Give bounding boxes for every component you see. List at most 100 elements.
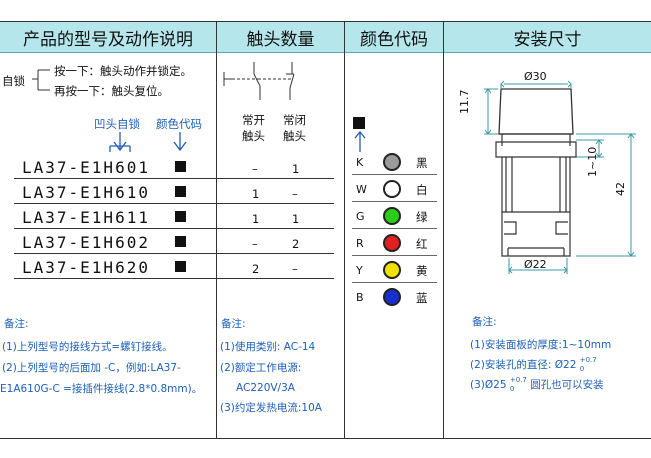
model-name: LA37-E1H611 xyxy=(22,208,150,227)
color-square xyxy=(175,186,186,197)
color-row-divider xyxy=(352,201,437,202)
contact-no-label: 常开 触头 xyxy=(242,112,265,144)
dim-diameter-30: Ø30 xyxy=(524,70,547,83)
contact-nc-count: 1 xyxy=(292,212,300,226)
column-divider-2 xyxy=(344,22,345,438)
notes-install-line1: (1)安装面板的厚度:1~10mm xyxy=(470,339,612,351)
notes-model-title: 备注: xyxy=(4,318,29,330)
color-row-divider xyxy=(352,174,437,175)
row-underline xyxy=(14,203,334,204)
color-dot-red xyxy=(383,234,401,252)
color-letter: W xyxy=(356,183,367,196)
color-name: 白 xyxy=(416,183,428,197)
color-square xyxy=(175,161,186,172)
contact-no-count: 2 xyxy=(252,262,260,276)
contact-nc-label-line2: 触头 xyxy=(283,129,306,143)
notes-contact-line3: AC220V/3A xyxy=(236,382,295,394)
dim-height-42: 42 xyxy=(614,182,627,196)
color-dot-yellow xyxy=(383,261,401,279)
row-underline xyxy=(14,253,334,254)
column-divider-1 xyxy=(216,22,217,438)
notes-install-line3-tail: 圆孔也可以安装 xyxy=(530,379,604,391)
contact-nc-label-line1: 常闭 xyxy=(283,113,306,127)
notes-contact-line4: (3)约定发热电流:10A xyxy=(220,402,322,414)
notes-install-line3: (3)Ø25 +0.7 0 圆孔也可以安装 xyxy=(470,375,604,396)
contact-symbol xyxy=(223,62,295,100)
header-product-model: 产品的型号及动作说明 xyxy=(0,22,216,53)
notes-install-line2-text: (2)安装孔的直径: Ø22 xyxy=(470,359,577,371)
self-lock-bracket xyxy=(32,69,50,91)
header-product-model-label: 产品的型号及动作说明 xyxy=(23,29,193,50)
header-contact-count-label: 触头数量 xyxy=(246,29,315,50)
model-name: LA37-E1H602 xyxy=(22,233,150,252)
row-underline xyxy=(14,278,334,279)
color-name: 绿 xyxy=(416,210,428,224)
color-dot-green xyxy=(383,207,401,225)
color-row-black: K 黑 xyxy=(352,150,440,176)
color-name: 红 xyxy=(416,237,428,251)
color-dot-white xyxy=(383,180,401,198)
dim-height-11-7: 11.7 xyxy=(458,89,471,115)
color-row-divider xyxy=(352,255,437,256)
dim-panel-1-10: 1~10 xyxy=(586,146,599,177)
color-row-blue: B 蓝 xyxy=(352,285,440,311)
color-row-red: R 红 xyxy=(352,231,440,257)
notes-model-line3: E1A610G-C =接插件接线(2.8*0.8mm)。 xyxy=(0,383,203,395)
color-letter: K xyxy=(356,156,364,169)
notes-contact-line2: (2)额定工作电源: xyxy=(220,362,302,374)
column-divider-3 xyxy=(443,22,444,438)
color-letter: R xyxy=(356,237,364,250)
contact-nc-label: 常闭 触头 xyxy=(283,112,306,144)
header-color-code: 颜色代码 xyxy=(345,22,443,53)
notes-contact-title: 备注: xyxy=(221,318,246,330)
row-underline xyxy=(14,178,334,179)
tolerance-lower: 0 xyxy=(509,385,515,393)
color-row-white: W 白 xyxy=(352,177,440,203)
header-install-size-label: 安装尺寸 xyxy=(513,29,582,50)
self-lock-label: 自锁 xyxy=(2,74,25,88)
contact-nc-count: 2 xyxy=(292,237,300,251)
top-rule xyxy=(0,21,651,22)
dim-diameter-22: Ø22 xyxy=(524,258,547,271)
tolerance-upper: +0.7 xyxy=(579,356,597,364)
contact-nc-count: 1 xyxy=(292,162,300,176)
notes-model-line1: (1)上列型号的接线方式=螺钉接线。 xyxy=(2,341,173,353)
color-letter: G xyxy=(356,210,365,223)
notes-install-line3-text: (3)Ø25 xyxy=(470,379,507,391)
contact-no-label-line1: 常开 xyxy=(242,113,265,127)
model-name: LA37-E1H601 xyxy=(22,158,150,177)
contact-no-count: 1 xyxy=(252,212,260,226)
model-name: LA37-E1H620 xyxy=(22,258,150,277)
color-square xyxy=(175,211,186,222)
color-letter: B xyxy=(356,291,364,304)
bottom-rule xyxy=(0,438,651,439)
notes-install-title: 备注: xyxy=(472,316,497,328)
color-name: 黑 xyxy=(416,156,428,170)
tolerance-upper: +0.7 xyxy=(509,376,527,384)
contact-no-count: – xyxy=(252,237,258,251)
contact-no-count: – xyxy=(252,162,258,176)
color-name: 黄 xyxy=(416,264,428,278)
contact-nc-count: – xyxy=(292,187,298,201)
color-code-marker xyxy=(353,117,365,129)
self-lock-press2: 再按一下：触头复位。 xyxy=(54,84,169,98)
contact-no-label-line2: 触头 xyxy=(242,129,265,143)
annotation-color-code: 颜色代码 xyxy=(156,117,202,131)
contact-no-count: 1 xyxy=(252,187,260,201)
color-square xyxy=(175,261,186,272)
color-row-green: G 绿 xyxy=(352,204,440,230)
model-name: LA37-E1H610 xyxy=(22,183,150,202)
color-code-arrow xyxy=(354,130,366,152)
color-row-divider xyxy=(352,228,437,229)
color-dot-black xyxy=(383,153,401,171)
installation-drawing xyxy=(484,80,636,274)
notes-install-line2: (2)安装孔的直径: Ø22 +0.7 0 xyxy=(470,355,597,376)
color-dot-blue xyxy=(383,288,401,306)
contact-nc-count: – xyxy=(292,262,298,276)
tolerance: +0.7 0 xyxy=(510,376,527,394)
header-contact-count: 触头数量 xyxy=(217,22,344,53)
header-install-size: 安装尺寸 xyxy=(444,22,651,53)
color-row-yellow: Y 黄 xyxy=(352,258,440,284)
row-underline xyxy=(14,228,334,229)
color-square xyxy=(175,236,186,247)
